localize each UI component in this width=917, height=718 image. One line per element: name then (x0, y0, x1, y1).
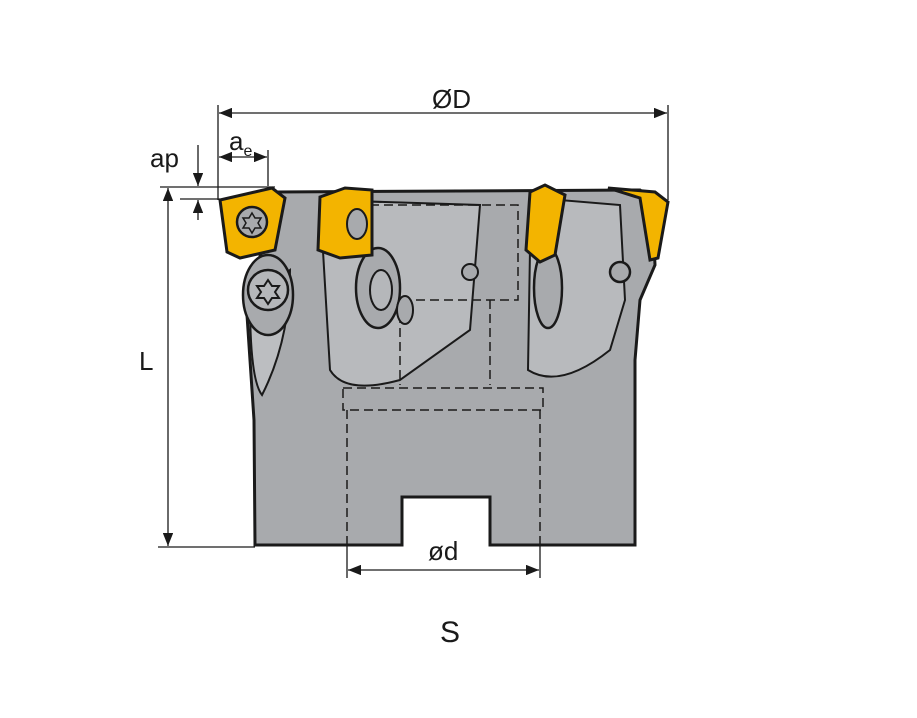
dimension-lines (158, 105, 669, 578)
insert-icon (316, 186, 374, 260)
radial-depth-subscript: e (243, 143, 253, 160)
hidden-lines (342, 204, 544, 545)
outer-diameter-label: ØD (432, 84, 471, 114)
axial-depth-label: ap (150, 143, 179, 173)
radial-depth-symbol: a (229, 126, 244, 156)
diagram-title: S (440, 616, 461, 649)
insert-icon (218, 186, 287, 260)
insert-icon (524, 183, 567, 264)
radial-depth-label: ae (229, 128, 252, 160)
insert-icon (607, 186, 670, 262)
screw-icon (241, 253, 295, 337)
screw-icon (354, 246, 564, 330)
length-label: L (139, 346, 154, 376)
bore-diameter-label: ød (428, 536, 459, 566)
